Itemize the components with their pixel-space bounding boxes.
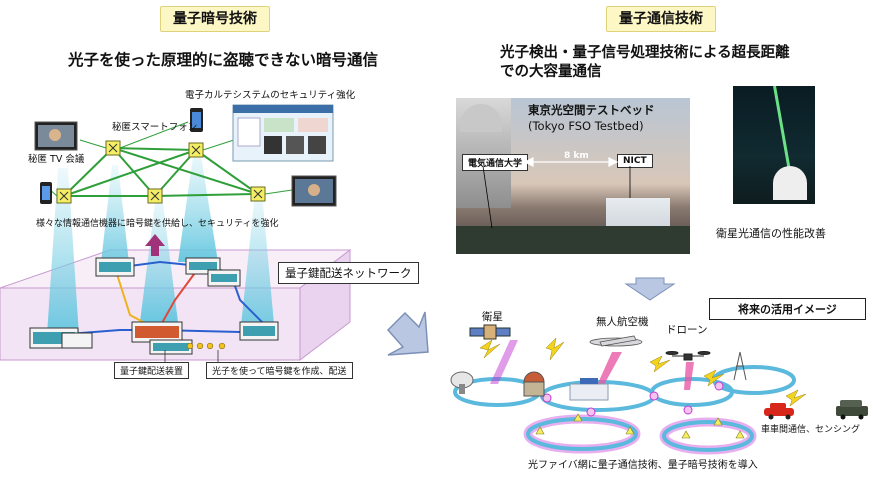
testbed-photo	[456, 98, 690, 254]
observatory-icon	[523, 371, 545, 397]
testbed-title-jp: 東京光空間テストベッド	[528, 103, 655, 117]
label-secure-smartphone: 秘匿スマートフォン	[112, 122, 198, 133]
qkd-device-label: 量子鍵配送装置	[114, 362, 190, 379]
label-key-supply: 様々な情報通信機器に暗号鍵を供給し、セキュリティを強化	[36, 219, 279, 229]
satellite-icon	[469, 324, 511, 340]
down-arrow	[624, 277, 676, 301]
satellite-photo	[733, 86, 815, 204]
transition-arrow	[386, 311, 429, 356]
label-secure-tv-conference: 秘匿 TV 会議	[28, 154, 85, 165]
label-uav: 無人航空機	[596, 316, 649, 328]
car-red-icon	[764, 403, 794, 420]
building-icon	[569, 378, 609, 401]
section-title-quantum-comm: 量子通信技術	[606, 6, 716, 32]
right-headline-line1: 光子検出・量子信号処理技術による超長距離	[500, 45, 790, 61]
section-title-quantum-crypto: 量子暗号技術	[160, 6, 270, 32]
ground-antenna-icon	[450, 371, 474, 394]
label-satellite: 衛星	[482, 311, 503, 323]
drone-icon	[665, 351, 711, 361]
qkd-network-label: 量子鍵配送ネットワーク	[278, 262, 419, 284]
label-v2v-sensing: 車車間通信、センシング	[761, 425, 861, 435]
label-drone: ドローン	[666, 324, 708, 336]
nict-label: NICT	[617, 154, 653, 168]
satellite-improvement-label: 衛星光通信の性能改善	[716, 227, 826, 240]
supply-arrow	[145, 234, 165, 256]
uav-icon	[589, 335, 643, 347]
testbed-title-en: (Tokyo FSO Testbed)	[528, 119, 644, 133]
distance-label: 8 km	[564, 151, 589, 161]
photon-key-label: 光子を使って暗号鍵を作成、配送	[206, 362, 353, 379]
label-ehr-security: 電子カルテシステムのセキュリティ強化	[185, 90, 356, 101]
cell-tower-icon	[733, 351, 747, 381]
fiber-network-caption: 光ファイバ網に量子通信技術、量子暗号技術を導入	[528, 460, 758, 471]
right-headline-line2: での大容量通信	[500, 64, 602, 80]
car-suv-icon	[836, 400, 868, 420]
future-image-box: 将来の活用イメージ	[709, 298, 866, 320]
left-headline: 光子を使った原理的に盗聴できない暗号通信	[68, 51, 379, 69]
